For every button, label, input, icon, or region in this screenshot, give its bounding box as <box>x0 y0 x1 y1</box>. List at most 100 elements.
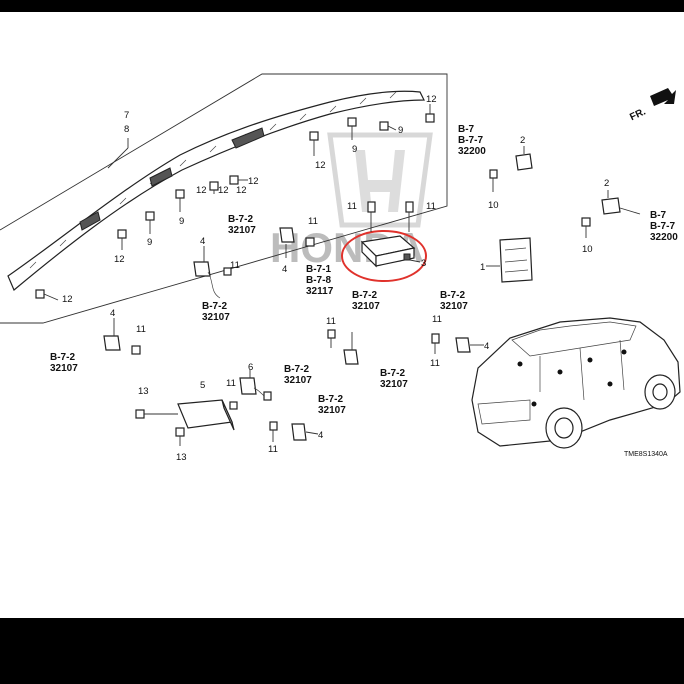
callout-c16: 11 <box>426 201 436 212</box>
callout-c30: 11 <box>430 358 440 369</box>
callout-c3: 12 <box>114 254 125 265</box>
ref-line: B-7-7 <box>650 221 675 232</box>
callout-c14: 12 <box>236 185 247 196</box>
callout-c9: 12 <box>315 160 326 171</box>
callout-c19: 2 <box>604 178 609 189</box>
callout-c6: 12 <box>196 185 207 196</box>
callout-c31: 4 <box>484 341 489 352</box>
ref-line: B-7 <box>650 210 667 221</box>
parts-diagram: HONDA <box>0 73 681 463</box>
occupant-sensor-part-5 <box>135 399 238 446</box>
ref-line: B-7-2 <box>352 290 377 301</box>
callout-c28: 11 <box>136 324 146 335</box>
ref-line: 32107 <box>284 375 312 386</box>
callout-c13: 12 <box>218 185 229 196</box>
side-sensor-left <box>193 246 232 299</box>
callout-c34: 11 <box>226 378 236 389</box>
bottom-black-bar <box>0 618 684 684</box>
side-sensor-lower-left <box>103 318 141 355</box>
curtain-airbag <box>7 90 425 291</box>
ref-line: 32200 <box>650 232 678 243</box>
ref-line: B-7-2 <box>228 214 253 225</box>
ref-line: B-7-2 <box>440 290 465 301</box>
callout-c27: 4 <box>110 308 115 319</box>
callout-c26: 1 <box>480 262 485 273</box>
bolt-group-curtain <box>35 104 435 301</box>
top-black-bar <box>0 0 684 12</box>
ref-line: 32200 <box>458 146 486 157</box>
ref-line: B-7-1 <box>306 264 331 275</box>
ref-line: 32107 <box>352 301 380 312</box>
callout-c4: 9 <box>147 237 152 248</box>
ref-line: 32107 <box>50 363 78 374</box>
callout-c37: 11 <box>268 444 278 455</box>
callout-c15: 11 <box>347 201 357 212</box>
sensor-part-2-upper <box>489 146 533 192</box>
callout-c17: 2 <box>520 135 525 146</box>
ref-line: B-7-7 <box>458 135 483 146</box>
callout-c10: 9 <box>352 144 357 155</box>
ref-line: B-7-2 <box>284 364 309 375</box>
callout-c20: 10 <box>582 244 593 255</box>
srs-unit-bolts <box>367 201 414 232</box>
callout-c25: 3 <box>421 258 426 269</box>
ref-line: 32107 <box>380 379 408 390</box>
callout-c2: 8 <box>124 124 129 135</box>
ref-line: B-7-2 <box>202 301 227 312</box>
callout-c35: 6 <box>248 362 253 373</box>
sensor-part-2-right <box>581 190 641 238</box>
callout-c33: 5 <box>200 380 205 391</box>
module-part-1 <box>486 237 533 283</box>
callout-c32: 13 <box>138 386 149 397</box>
srs-unit-highlight <box>341 230 427 282</box>
ref-line: B-7-8 <box>306 275 331 286</box>
side-sensor-center <box>327 329 359 365</box>
side-sensor-right <box>431 333 484 354</box>
callout-c1: 7 <box>124 110 129 121</box>
side-sensor-mid <box>279 227 315 258</box>
ref-line: 32107 <box>318 405 346 416</box>
srs-unit <box>360 235 416 268</box>
figure-code: TME8S1340A <box>624 451 668 458</box>
callout-c18: 10 <box>488 200 499 211</box>
callout-c22: 4 <box>200 236 205 247</box>
sensor-part-6 <box>239 370 272 401</box>
front-direction-arrow: FR. <box>628 88 676 123</box>
vehicle-illustration <box>471 317 681 449</box>
ref-line: B-7 <box>458 124 475 135</box>
callout-c36: 13 <box>176 452 187 463</box>
ref-line: 32107 <box>440 301 468 312</box>
reference-labels: B-7B-7-732200B-7B-7-732200B-7-232107B-7-… <box>50 124 678 416</box>
ref-line: 32117 <box>306 286 334 297</box>
diagram-whitespace <box>0 480 684 618</box>
callout-c8: 12 <box>62 294 73 305</box>
curtain-airbag-frame <box>0 73 448 324</box>
ref-line: 32107 <box>228 225 256 236</box>
callout-c11: 12 <box>426 94 437 105</box>
callout-c29: 11 <box>326 316 336 327</box>
callout-c39: 11 <box>432 314 442 325</box>
callout-c38: 4 <box>318 430 323 441</box>
ref-line: B-7-2 <box>380 368 405 379</box>
ref-line: 32107 <box>202 312 230 323</box>
front-direction-label: FR. <box>628 106 647 123</box>
callout-c7: 12 <box>248 176 259 187</box>
callout-c5: 9 <box>179 216 184 227</box>
callout-c23: 4 <box>282 264 287 275</box>
callout-c24: 11 <box>230 260 240 271</box>
sensor-lower-mid <box>269 421 319 442</box>
parts-diagram-area: HONDA <box>0 12 684 480</box>
